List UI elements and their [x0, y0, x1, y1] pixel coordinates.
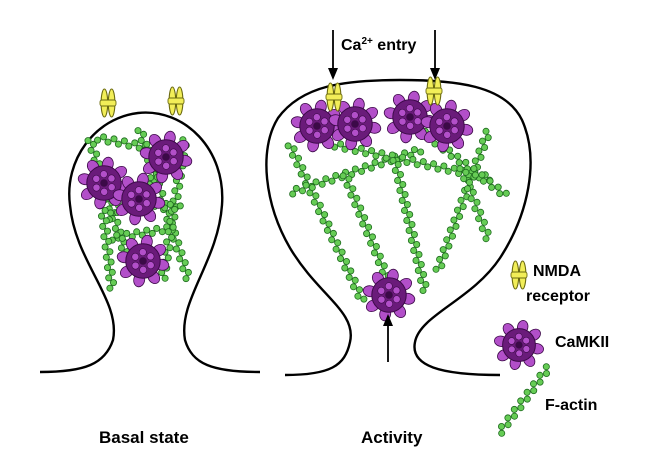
basal-state-caption: Basal state — [99, 428, 189, 447]
calcium-symbol: Ca — [341, 37, 362, 54]
activity-spine-outline — [265, 78, 532, 377]
calcium-charge: 2+ — [361, 36, 373, 47]
legend-nmda-label-line2: receptor — [526, 288, 590, 305]
calcium-entry-arrow-left — [328, 30, 338, 80]
legend-camkii-icon — [494, 320, 544, 370]
activity-camkii — [420, 99, 474, 153]
activity-actin-filament — [456, 165, 492, 243]
legend-camkii-label: CaMKII — [555, 334, 609, 351]
basal-camkii — [77, 156, 131, 210]
calcium-entry-text: entry — [373, 37, 417, 54]
activity-camkii — [383, 90, 437, 144]
activity-camkii — [328, 97, 382, 151]
activity-actin-filament — [389, 156, 430, 294]
activity-nmda-receptor — [425, 76, 443, 106]
activity-nmda-receptor — [325, 82, 343, 112]
legend-actin-icon — [497, 363, 551, 437]
legend-nmda-icon — [510, 260, 528, 290]
legend-nmda-label-line1: NMDA — [533, 263, 581, 280]
basal-nmda-receptor — [99, 88, 117, 118]
activity-camkii — [362, 268, 416, 322]
basal-camkii — [112, 172, 166, 226]
calcium-entry-label: Ca2+ entry — [341, 36, 417, 54]
nmda-receptors — [99, 76, 528, 290]
basal-camkii — [139, 130, 193, 184]
legend: NMDA receptor CaMKII F-actin — [526, 263, 609, 414]
camkii-holoenzymes — [77, 90, 544, 370]
calcium-entry-arrow-right — [430, 30, 440, 80]
legend-factin-label: F-actin — [545, 397, 597, 414]
basal-spine-outline — [39, 111, 261, 374]
basal-nmda-receptor — [167, 86, 185, 116]
basal-camkii — [116, 234, 170, 288]
camkii-translocation-arrow — [383, 314, 393, 362]
activity-camkii — [290, 99, 344, 153]
activity-caption: Activity — [361, 428, 423, 447]
